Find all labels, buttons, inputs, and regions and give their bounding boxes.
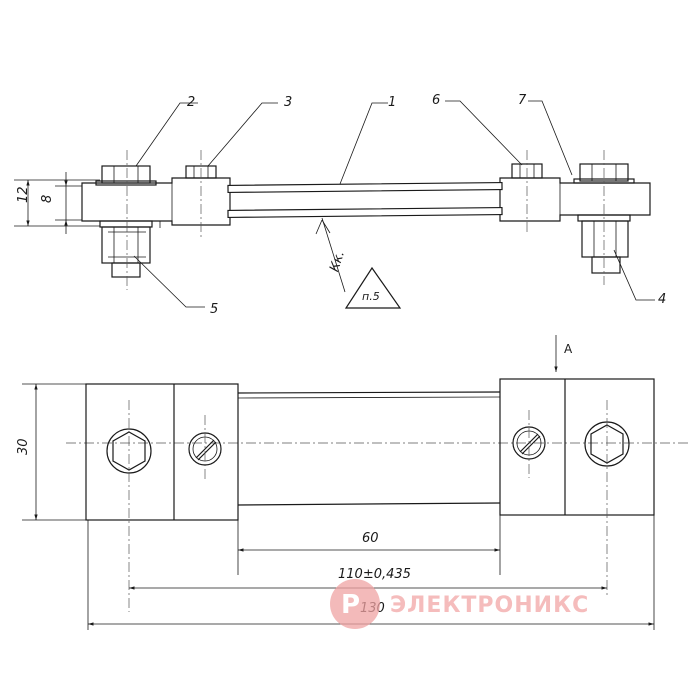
dim-110-label: 110±0,435 [338,567,411,582]
triangle-label: п.5 [362,290,380,303]
dim-8-label: 8 [40,195,55,203]
surface-mark: Кк. [327,249,348,274]
callout-5: 5 [210,302,218,317]
plan-left-hex-bolt [112,431,146,471]
watermark-text: ЭЛЕКТРОНИКС [390,593,589,618]
watermark: Р ЭЛЕКТРОНИКС [330,579,589,629]
dim-30-label: 30 [16,438,31,455]
svg-text:Р: Р [341,590,360,620]
plan-right-block [499,378,655,516]
callout-6: 6 [432,93,440,108]
callout-1: 1 [388,95,396,110]
roughness-triangle [344,266,402,309]
plan-view: А 30 60 110±0,435 130 [16,335,690,630]
left-stud-end [111,262,141,278]
dim-12-label: 12 [16,186,31,203]
dim-60-label: 60 [362,531,379,546]
plan-left-block [85,383,239,521]
right-block-outline [499,177,651,222]
shunt-plate-lower [227,206,503,219]
watermark-logo [330,579,380,629]
callout-2: 2 [187,95,195,110]
callout-3: 3 [284,95,292,110]
left-bolt-head [101,165,151,184]
shunt-plate-upper [227,181,503,194]
callout-4: 4 [658,292,666,307]
left-washer [95,180,157,186]
right-stud-end [591,256,621,274]
right-bottom-nut [581,220,629,258]
side-view: 2 3 1 6 7 5 4 12 8 Кк. п.5 [14,93,666,317]
callout-7: 7 [518,93,527,108]
view-label: А [564,342,573,356]
